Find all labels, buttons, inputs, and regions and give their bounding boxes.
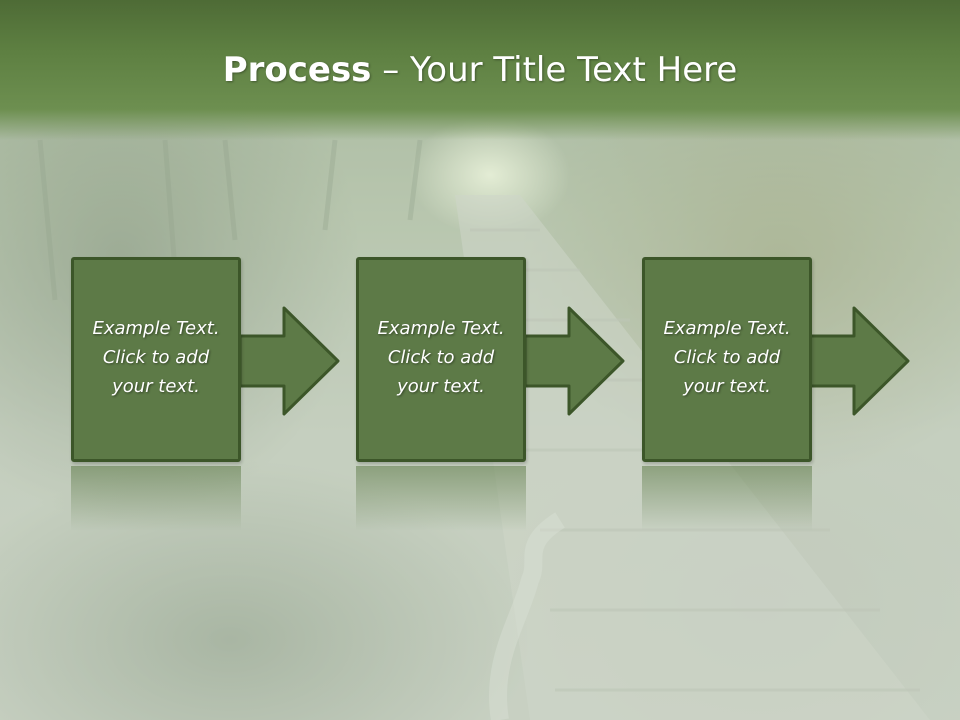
step-1-reflection [71, 466, 241, 531]
step-3-arrow-icon [808, 306, 910, 416]
step-3-text[interactable]: Example Text. Click to add your text. [663, 318, 791, 397]
step-2-reflection [356, 466, 526, 531]
step-1-box[interactable]: Example Text. Click to add your text. [71, 257, 241, 462]
step-3-box[interactable]: Example Text. Click to add your text. [642, 257, 812, 462]
slide-title[interactable]: Process – Your Title Text Here [0, 50, 960, 90]
step-2-text[interactable]: Example Text. Click to add your text. [377, 318, 505, 397]
title-bold-part: Process [222, 50, 372, 90]
step-1-text[interactable]: Example Text. Click to add your text. [92, 318, 220, 397]
title-banner [0, 0, 960, 140]
step-3-reflection [642, 466, 812, 531]
step-1-arrow-icon [238, 306, 340, 416]
step-2-arrow-icon [523, 306, 625, 416]
step-2-box[interactable]: Example Text. Click to add your text. [356, 257, 526, 462]
title-regular-part: – Your Title Text Here [371, 50, 738, 90]
